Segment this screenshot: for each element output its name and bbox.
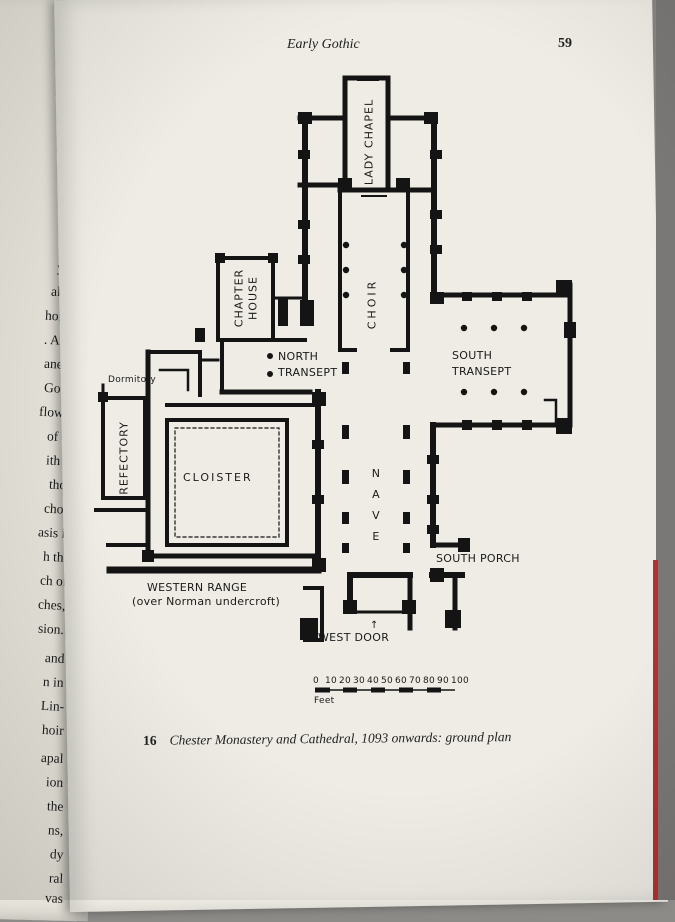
scale-tick-label: 50 bbox=[381, 676, 394, 686]
south-transept-label-line1: SOUTH bbox=[452, 349, 493, 362]
refectory-wall bbox=[101, 396, 147, 500]
figure-number: 16 bbox=[142, 732, 157, 748]
lady-chapel-wall bbox=[342, 75, 391, 115]
red-ribbon bbox=[653, 560, 658, 900]
scale-tick-label: 100 bbox=[451, 676, 470, 686]
refectory-label: REFECTORY bbox=[117, 421, 131, 495]
scale-tick-label: 70 bbox=[409, 676, 422, 686]
figure-caption: 16 Chester Monastery and Cathedral, 1093… bbox=[143, 726, 512, 749]
scale-tick-label: 80 bbox=[423, 676, 436, 686]
buttresses bbox=[98, 112, 576, 640]
choir-label: CHOIR bbox=[365, 278, 379, 330]
west-door-label: WEST DOOR bbox=[318, 631, 390, 644]
western-range-label: WESTERN RANGE bbox=[147, 581, 248, 594]
dormitory-label: Dormitory bbox=[108, 375, 157, 385]
caption-text: Chester Monastery and Cathedral, 1093 on… bbox=[169, 729, 512, 748]
piers bbox=[342, 362, 410, 553]
dormitory-wall bbox=[146, 350, 202, 397]
western-range-note: (over Norman undercroft) bbox=[132, 595, 281, 608]
scale-tick-label: 30 bbox=[353, 676, 366, 686]
scale-tick-label: 20 bbox=[339, 676, 352, 686]
north-transept-label-line2: TRANSEPT bbox=[278, 366, 338, 379]
south-transept-label-line2: TRANSEPT bbox=[452, 365, 512, 378]
running-title: Early Gothic bbox=[287, 37, 360, 52]
range-wall bbox=[158, 368, 190, 392]
lady-chapel-label: LADY CHAPEL bbox=[362, 98, 376, 186]
north-transept-label-line1: NORTH bbox=[278, 350, 319, 363]
page-number: 59 bbox=[558, 36, 572, 51]
scale-tick-label: 90 bbox=[437, 676, 450, 686]
cloister-wall bbox=[165, 418, 289, 547]
columns bbox=[267, 241, 528, 396]
south-porch-label: SOUTH PORCH bbox=[436, 552, 520, 565]
west-door-arrow: ↑ bbox=[370, 620, 379, 631]
chapter-house-label: CHAPTER HOUSE bbox=[232, 268, 259, 328]
book-cover-edge bbox=[656, 0, 675, 900]
south-transept-chapel bbox=[543, 398, 558, 427]
cloister-garth bbox=[174, 427, 280, 538]
nave-label: NAVE bbox=[371, 467, 381, 543]
cloister-label: CLOISTER bbox=[183, 471, 253, 484]
scale-tick-label: 60 bbox=[395, 676, 408, 686]
ground-plan bbox=[94, 75, 576, 693]
scale-tick-label: 10 bbox=[325, 676, 338, 686]
choir-wall bbox=[338, 188, 357, 352]
choir-wall bbox=[390, 188, 410, 352]
scale-tick-label: 40 bbox=[367, 676, 380, 686]
scale-unit: Feet bbox=[314, 696, 335, 706]
scale-tick-label: 0 bbox=[313, 676, 320, 686]
